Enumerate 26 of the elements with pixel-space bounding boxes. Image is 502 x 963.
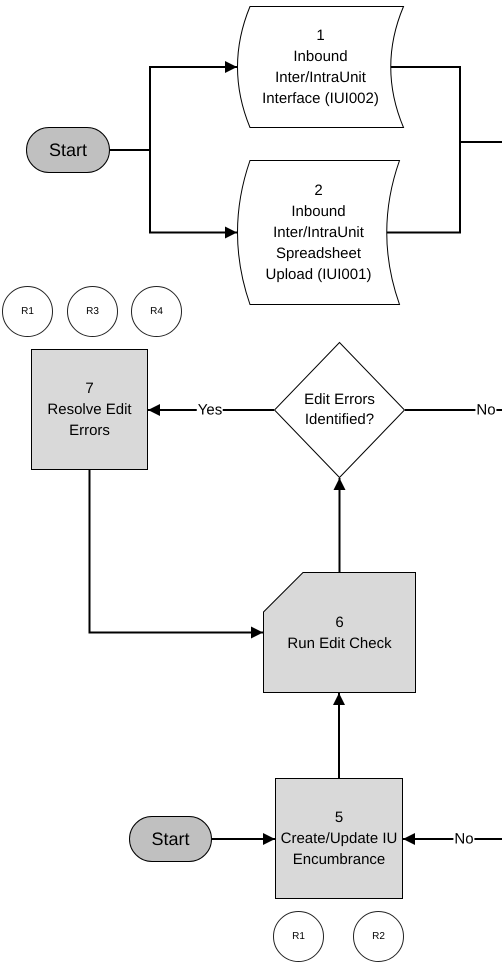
arrow <box>333 693 345 778</box>
node-label: Inbound Inter/IntraUnit Interface (IUI002) <box>261 47 380 109</box>
node-label: Start <box>48 139 87 161</box>
step-number: 7 <box>85 379 94 399</box>
node-label: Create/Update IU Encumbrance <box>280 829 398 870</box>
reference-label: R3 <box>86 306 99 318</box>
node-label: Run Edit Check <box>287 634 392 654</box>
arrow <box>334 478 346 572</box>
step-number: 2 <box>314 181 323 201</box>
connector-line <box>405 409 502 411</box>
node-label: Start <box>151 828 190 850</box>
arrow <box>110 149 237 238</box>
connector-line <box>387 141 502 234</box>
arrow <box>403 833 502 845</box>
reference-label: R1 <box>292 930 305 942</box>
reference-label: R2 <box>372 930 385 942</box>
node-label: Inbound Inter/IntraUnit Spreadsheet Upload (IUI001) <box>264 202 372 285</box>
node-label: Resolve Edit Errors <box>46 400 133 441</box>
reference-label: R4 <box>150 306 163 318</box>
step-number: 1 <box>316 26 325 46</box>
reference-label: R1 <box>21 306 34 318</box>
node-label: Edit Errors Identified? <box>303 390 376 430</box>
step-number: 6 <box>335 612 344 632</box>
arrow <box>212 833 275 845</box>
arrow <box>88 470 263 638</box>
step-number: 5 <box>334 808 344 828</box>
